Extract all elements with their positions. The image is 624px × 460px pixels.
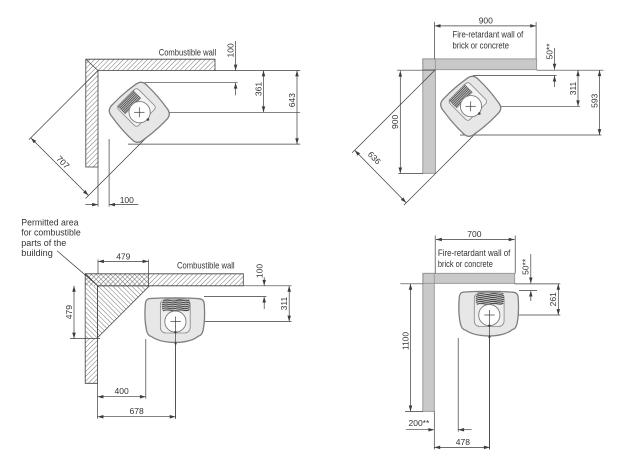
svg-text:700: 700 — [467, 229, 481, 239]
svg-text:50**: 50** — [544, 43, 554, 60]
svg-text:Fire-retardant wall of: Fire-retardant wall of — [453, 30, 524, 41]
svg-text:brick or concrete: brick or concrete — [438, 259, 493, 270]
svg-text:200**: 200** — [408, 418, 429, 428]
svg-text:311: 311 — [279, 297, 289, 311]
svg-text:50**: 50** — [521, 258, 531, 275]
svg-text:643: 643 — [287, 93, 297, 107]
svg-text:678: 678 — [130, 406, 144, 416]
svg-text:building: building — [21, 248, 53, 259]
svg-text:400: 400 — [115, 386, 129, 396]
svg-text:Combustible wall: Combustible wall — [159, 48, 217, 59]
svg-text:100: 100 — [254, 264, 264, 278]
svg-text:brick or concrete: brick or concrete — [453, 40, 510, 51]
svg-text:Permitted area: Permitted area — [21, 218, 79, 229]
svg-text:593: 593 — [589, 93, 599, 107]
svg-text:478: 478 — [456, 437, 470, 447]
svg-text:for combustible: for combustible — [21, 228, 80, 239]
svg-text:479: 479 — [116, 252, 130, 262]
svg-text:Fire-retardant wall of: Fire-retardant wall of — [438, 248, 511, 259]
svg-text:261: 261 — [548, 292, 558, 306]
svg-text:parts of the: parts of the — [21, 238, 66, 249]
svg-text:479: 479 — [64, 305, 74, 319]
svg-text:100: 100 — [226, 43, 236, 57]
svg-text:361: 361 — [253, 82, 263, 96]
svg-text:900: 900 — [390, 115, 400, 129]
svg-text:1100: 1100 — [400, 332, 410, 351]
svg-text:311: 311 — [568, 81, 578, 95]
svg-text:100: 100 — [120, 195, 134, 205]
svg-text:Combustible wall: Combustible wall — [177, 260, 235, 271]
svg-text:900: 900 — [479, 15, 493, 25]
